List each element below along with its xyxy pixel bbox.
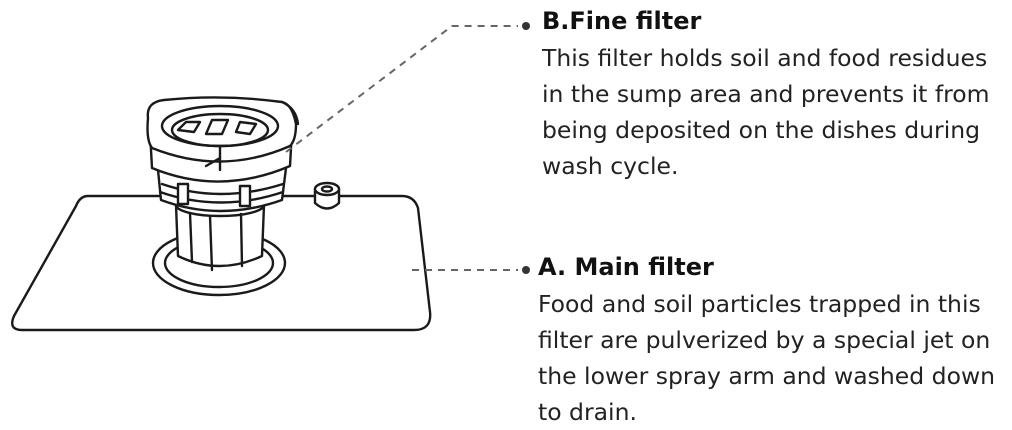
leader-lines [285,25,518,271]
main-filter-callout: A. Main filter Food and soil particles t… [538,252,1008,430]
fine-filter-title: B.Fine filter [542,7,702,35]
fine-filter-callout: B.Fine filter This filter holds soil and… [542,6,1012,184]
fine-filter-cup [146,96,300,183]
fine-filter-bullet [522,22,530,30]
main-filter-description: Food and soil particles trapped in this … [538,290,996,426]
fine-filter-description: This filter holds soil and food residues… [542,44,990,180]
fine-filter-leader [285,25,518,153]
main-filter-title: A. Main filter [538,253,714,281]
main-filter-bullet [522,266,530,274]
plate-post [313,181,341,210]
